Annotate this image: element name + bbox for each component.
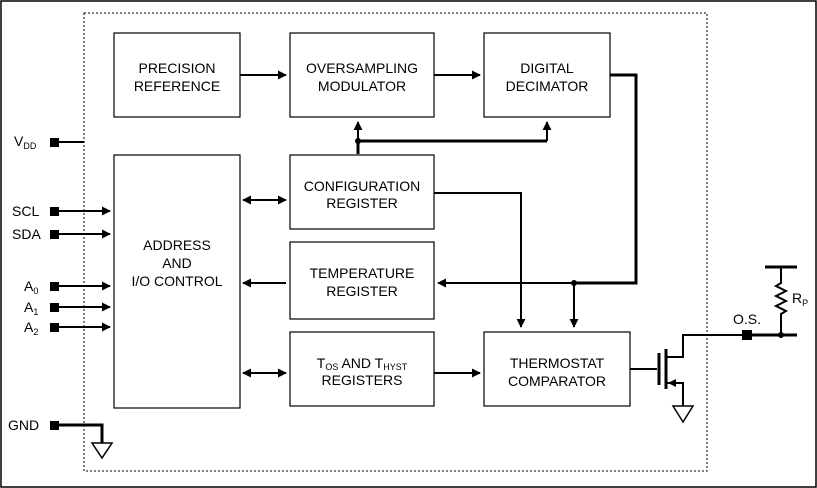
rp-label: RP [792, 290, 808, 308]
tos-thyst-registers-block: TOS AND THYST REGISTERS [289, 331, 435, 407]
block-label: PRECISION [138, 60, 215, 76]
a0-label: A0 [24, 278, 38, 296]
a1-pin[interactable] [50, 303, 59, 312]
oversampling-modulator-block: OVERSAMPLING MODULATOR [289, 32, 435, 118]
vdd-pin[interactable] [50, 138, 59, 147]
block-label: MODULATOR [318, 78, 406, 94]
block-label: TOS AND THYST [317, 355, 408, 372]
block-label: REGISTERS [322, 372, 403, 388]
gnd-pin[interactable] [50, 421, 59, 430]
wire-config-to-comparator [434, 192, 526, 328]
os-subscript: OS [325, 362, 338, 372]
pull-up-resistor [773, 267, 789, 335]
a2-pin[interactable] [50, 323, 59, 332]
os-label: O.S. [733, 311, 761, 327]
a2-label: A2 [24, 319, 38, 337]
sda-pin[interactable] [50, 230, 59, 239]
precision-reference-block: PRECISION REFERENCE [113, 32, 241, 118]
vdd-label: VDD [14, 133, 37, 151]
junction-dot [571, 280, 577, 286]
transistor-drain [666, 334, 742, 358]
block-label: REGISTER [326, 283, 398, 299]
temperature-register-block: TEMPERATURE REGISTER [289, 241, 435, 320]
block-label: COMPARATOR [508, 373, 606, 389]
block-label: THERMOSTAT [510, 355, 605, 371]
block-label: REFERENCE [134, 78, 220, 94]
thermostat-comparator-block: THERMOSTAT COMPARATOR [483, 331, 631, 407]
sda-label: SDA [12, 226, 41, 242]
t-os-symbol: T [317, 355, 326, 371]
a0-pin[interactable] [50, 282, 59, 291]
block-label: REGISTER [326, 195, 398, 211]
scl-label: SCL [12, 203, 39, 219]
block-label: I/O CONTROL [131, 273, 222, 289]
transistor-source [666, 382, 684, 406]
transistor-arrow [668, 379, 676, 387]
gnd-label: GND [8, 417, 39, 433]
digital-decimator-block: DIGITAL DECIMATOR [483, 32, 611, 118]
wire-gnd [58, 423, 104, 443]
scl-pin[interactable] [50, 207, 59, 216]
block-label: OVERSAMPLING [306, 60, 418, 76]
block-label: CONFIGURATION [304, 178, 420, 194]
block-label: TEMPERATURE [310, 265, 415, 281]
block-label: DIGITAL [520, 60, 574, 76]
configuration-register-block: CONFIGURATION REGISTER [289, 154, 435, 230]
a1-label: A1 [24, 299, 38, 317]
junction-dot [355, 138, 361, 144]
block-label: AND [162, 255, 192, 271]
block-label: DECIMATOR [506, 78, 589, 94]
os-pin[interactable] [742, 330, 752, 340]
address-io-control-block: ADDRESS AND I/O CONTROL [113, 154, 241, 409]
ground-symbol [671, 405, 695, 424]
block-label: ADDRESS [143, 237, 211, 253]
wire-decimator-output [574, 73, 638, 285]
junction-dot [778, 332, 784, 338]
ground-symbol [90, 442, 114, 460]
hyst-subscript: HYST [383, 362, 408, 372]
chip-boundary [83, 12, 708, 472]
and-t-text: AND T [338, 355, 383, 371]
